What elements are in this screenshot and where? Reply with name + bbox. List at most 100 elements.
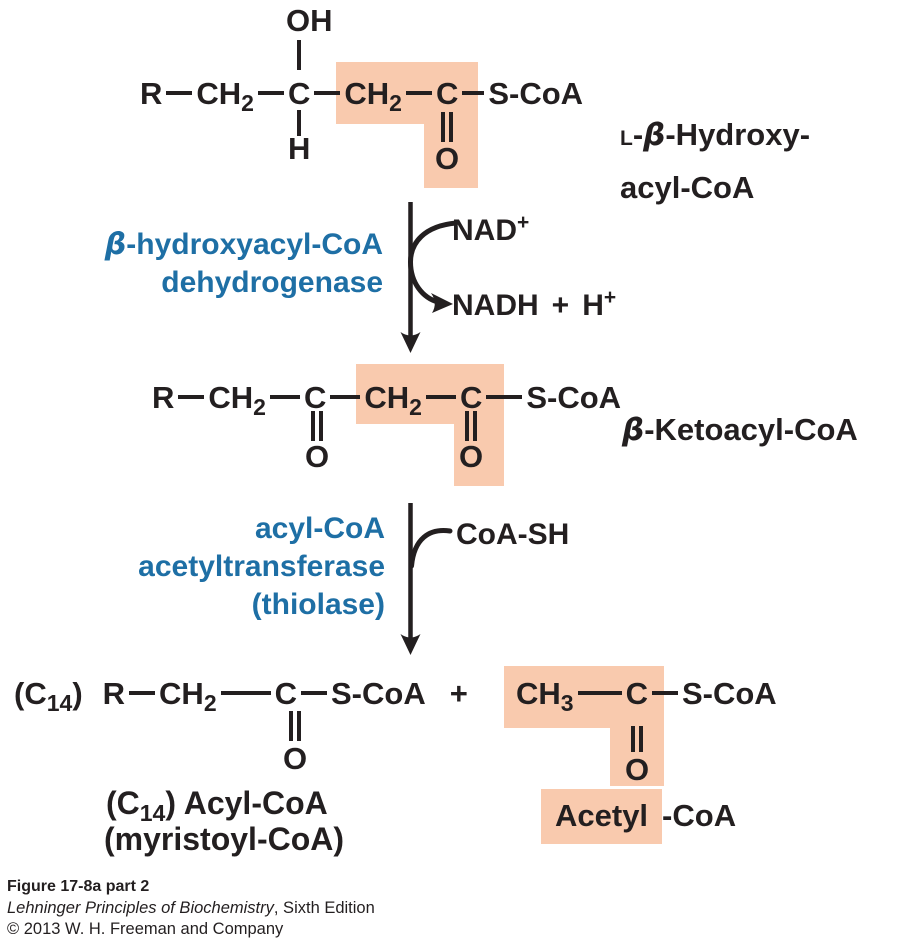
cofactor-text: NAD xyxy=(452,214,517,247)
cofactor-curve-icon xyxy=(407,220,459,305)
single-bond xyxy=(486,395,523,399)
single-bond xyxy=(220,691,271,695)
acetyl-highlight-chip: Acetyl xyxy=(541,789,663,844)
enzyme-text: -hydroxyacyl-CoA xyxy=(126,228,383,261)
compound-name-ketoacyl-coa: β-Ketoacyl-CoA xyxy=(622,414,858,446)
enzyme-text: acetyltransferase xyxy=(138,550,385,583)
superscript-plus: + xyxy=(603,286,617,309)
atom-label: O xyxy=(459,439,484,474)
double-bond xyxy=(289,711,301,741)
atom-label: CH xyxy=(364,380,410,415)
cofactor-nad: NAD+ xyxy=(452,212,529,246)
c14-open: (C xyxy=(14,676,47,711)
vertical-bond xyxy=(297,40,301,70)
vertical-bond xyxy=(297,110,301,136)
single-bond xyxy=(314,91,341,95)
single-bond xyxy=(129,691,156,695)
cofactor-curve-icon xyxy=(409,528,453,569)
single-bond xyxy=(330,395,361,399)
atom-label: R xyxy=(102,676,126,711)
carbonyl-oxygen: O xyxy=(305,441,329,472)
figure-caption: Figure 17-8a part 2 Lehninger Principles… xyxy=(7,876,375,941)
atom-label: O xyxy=(305,439,330,474)
single-bond xyxy=(425,395,456,399)
enzyme-text: acyl-CoA xyxy=(254,512,385,545)
single-bond xyxy=(577,691,622,695)
atom-label: C xyxy=(459,380,483,415)
subscript: 2 xyxy=(409,394,422,420)
single-bond xyxy=(178,395,205,399)
stereo-prefix: L xyxy=(620,127,633,150)
beta-symbol: β xyxy=(643,117,666,153)
carbonyl-oxygen: O xyxy=(459,441,483,472)
subscript: 2 xyxy=(241,90,254,116)
hydrogen-atom: H xyxy=(288,133,310,164)
subscript: 2 xyxy=(203,690,217,716)
plus-sign: + xyxy=(551,289,570,322)
subscript: 2 xyxy=(389,90,402,116)
single-bond xyxy=(269,395,300,399)
cofactor-nadh: NADH+H+ xyxy=(452,287,616,321)
cofactor-text: NADH xyxy=(452,289,539,322)
product-name-myristoyl-coa: (myristoyl-CoA) xyxy=(104,823,344,855)
name-text: (myristoyl-CoA) xyxy=(104,821,345,857)
carbonyl-oxygen: O xyxy=(435,143,459,174)
name-text: acyl-CoA xyxy=(620,170,755,205)
enzyme-text: (thiolase) xyxy=(251,588,385,621)
double-bond xyxy=(465,411,477,441)
atom-label: CH xyxy=(159,676,204,711)
beta-symbol: β xyxy=(104,227,127,262)
atom-label: CH xyxy=(196,76,242,111)
product-name-acetyl-coa: Acetyl-CoA xyxy=(541,789,736,844)
subscript: 2 xyxy=(253,394,266,420)
atom-label: S-CoA xyxy=(681,676,777,711)
single-bond xyxy=(462,91,485,95)
highlight-region xyxy=(454,424,504,486)
hydroxyl-group: OH xyxy=(286,5,333,36)
compound-name-hydroxyacyl-coa: L-β-Hydroxy- acyl-CoA xyxy=(620,110,810,212)
cofactor-text: CoA-SH xyxy=(456,518,570,551)
highlight-region xyxy=(356,364,504,424)
carbonyl-oxygen: O xyxy=(283,743,307,774)
atom-label: O xyxy=(435,141,460,176)
atom-label: O xyxy=(625,752,650,787)
arrowhead-icon xyxy=(400,332,421,353)
book-title: Lehninger Principles of Biochemistry xyxy=(7,898,274,917)
subscript: 14 xyxy=(46,690,73,716)
atom-label: C xyxy=(287,76,311,111)
double-bond xyxy=(441,112,453,142)
atom-label: S-CoA xyxy=(526,380,622,415)
atom-label: CH xyxy=(516,676,561,711)
double-bond xyxy=(311,411,323,441)
enzyme-text: dehydrogenase xyxy=(161,266,383,299)
proton-text: H xyxy=(582,289,604,322)
highlight-region xyxy=(610,728,664,786)
atom-label: H xyxy=(288,131,311,166)
atom-label: OH xyxy=(286,3,333,38)
copyright-line: © 2013 W. H. Freeman and Company xyxy=(7,920,284,938)
atom-label: S-CoA xyxy=(331,676,426,711)
single-bond xyxy=(257,91,284,95)
atom-label: C xyxy=(435,76,459,111)
hyphen: - xyxy=(632,117,644,152)
carbonyl-oxygen: O xyxy=(625,754,649,785)
book-edition: , Sixth Edition xyxy=(273,898,375,917)
atom-label: C xyxy=(303,380,327,415)
single-bond xyxy=(166,91,193,95)
name-text: (C xyxy=(106,785,140,821)
atom-label: R xyxy=(152,380,175,415)
arrowhead-icon xyxy=(400,634,421,655)
atom-label: S-CoA xyxy=(488,76,584,111)
single-bond xyxy=(301,691,327,695)
double-bond xyxy=(631,726,643,752)
cofactor-coash: CoA-SH xyxy=(456,520,569,550)
name-text: -Hydroxy- xyxy=(665,117,811,152)
name-text: ) Acyl-CoA xyxy=(165,785,328,821)
single-bond xyxy=(651,691,678,695)
beta-symbol: β xyxy=(622,412,645,448)
superscript-plus: + xyxy=(517,211,530,234)
